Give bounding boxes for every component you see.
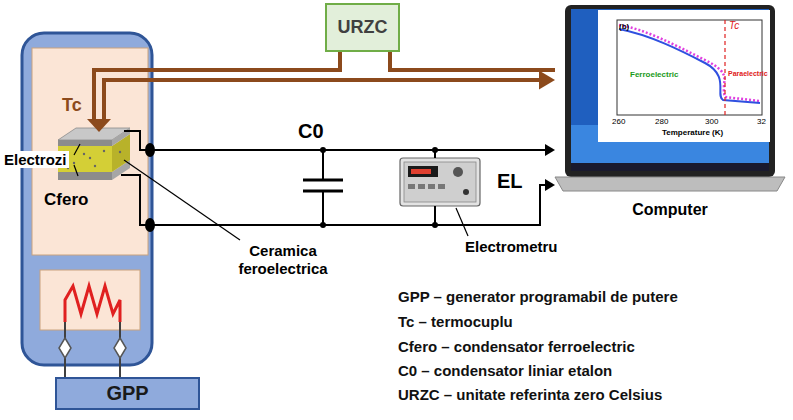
- node-text: EL: [497, 170, 523, 193]
- component-label: C0: [298, 120, 324, 143]
- electrometer-body: [400, 158, 480, 206]
- node-text: Cfero: [44, 190, 88, 210]
- connector: [148, 206, 435, 225]
- connector: [148, 70, 555, 89]
- arrowhead: [545, 179, 555, 191]
- legend-line: Tc – termocuplu: [398, 313, 513, 330]
- electrometer-knob: [453, 167, 463, 177]
- electrometer-button: [428, 184, 435, 189]
- electrometer-button: [438, 184, 445, 189]
- connector: [390, 52, 555, 70]
- connector-line: [148, 150, 435, 158]
- thermocouple-tip: [87, 119, 111, 132]
- curie-line: [724, 20, 725, 115]
- axis-tick: 260: [612, 117, 625, 126]
- connector: [148, 179, 555, 225]
- power-generator-box: GPP: [55, 377, 200, 410]
- laptop-bezel: [565, 5, 775, 177]
- ceramic-grain: [94, 165, 96, 167]
- legend-line: C0 – condensator liniar etalon: [398, 362, 612, 379]
- ceramic-grain: [73, 162, 75, 164]
- electrometer-button: [408, 184, 415, 189]
- node-text: Computer: [555, 201, 785, 219]
- connector-line: [148, 206, 435, 225]
- node-text: GPP: [106, 382, 148, 405]
- node-text: Tc: [62, 95, 82, 116]
- electrometer-button: [418, 184, 425, 189]
- node-text: URZC: [338, 17, 388, 38]
- part-label: Electrozi: [2, 151, 69, 168]
- connector-line: [390, 52, 555, 70]
- connector: [148, 150, 435, 158]
- reference-unit-box: URZC: [325, 3, 400, 52]
- capacitor-plate: [303, 179, 343, 182]
- part-label: Ceramica feroelectrica: [228, 242, 338, 278]
- capacitor-lead: [322, 191, 324, 225]
- chart-label: Ferroelectric: [630, 70, 678, 79]
- axis-tick: 32: [757, 117, 766, 126]
- taskbar: [571, 163, 769, 171]
- electrometer: EL: [400, 158, 525, 206]
- connector-diamond: [114, 338, 126, 358]
- capacitor-lead: [322, 150, 324, 180]
- ceramic-grain: [119, 151, 121, 153]
- electrometer-jack: [463, 189, 469, 195]
- arrowhead: [539, 70, 555, 89]
- bottom-electrode: [58, 172, 112, 180]
- laptop-picture: [555, 5, 785, 191]
- ceramic-grain: [83, 153, 85, 155]
- chart-label: Tc: [729, 20, 739, 32]
- leader-line: [74, 165, 78, 176]
- chart-frame: [617, 20, 762, 115]
- thermocouple-wire: [94, 70, 148, 121]
- ceramic-grain: [103, 150, 105, 152]
- electrometer-digits: [411, 169, 431, 174]
- chart-label: (b): [619, 22, 629, 31]
- leader-line: [456, 208, 468, 236]
- leader-line: [74, 144, 80, 155]
- oven-housing: [22, 33, 152, 365]
- connector-line: [148, 185, 547, 225]
- chart-panel: [598, 10, 770, 142]
- axis-tick: 280: [655, 117, 668, 126]
- arrowhead: [545, 144, 555, 156]
- laptop-screen: [571, 9, 769, 171]
- legend-line: URZC – unitate referinta zero Celsius: [398, 386, 662, 403]
- axis-title: Temperature (K): [662, 128, 723, 137]
- connector-diamond: [59, 338, 71, 358]
- chart-curve: [619, 29, 760, 103]
- leader-line: [124, 160, 240, 240]
- axis-tick: 300: [705, 117, 718, 126]
- connector-line: [148, 52, 340, 70]
- heater-coil: [65, 286, 120, 322]
- part-label: Electrometru: [465, 238, 558, 255]
- heater-box: [40, 270, 140, 330]
- thermocouple-wire: [104, 80, 148, 121]
- connector-line: [148, 78, 542, 82]
- chart-label: Paraelectric: [728, 70, 768, 78]
- computer: Computer: [555, 5, 785, 227]
- electrometer-display: [408, 166, 438, 177]
- top-electrode: [58, 140, 112, 146]
- electrode-wire: [124, 131, 148, 150]
- connector: [148, 52, 340, 70]
- laptop-base: [555, 177, 785, 191]
- electrode-wire: [121, 175, 148, 225]
- legend-line: Cfero – condensator ferroelectric: [398, 338, 635, 355]
- electrometer-panel: [404, 162, 476, 202]
- chart-curve: [619, 25, 760, 101]
- ceramic-grain: [89, 157, 91, 159]
- legend-line: GPP – generator programabil de putere: [398, 288, 678, 305]
